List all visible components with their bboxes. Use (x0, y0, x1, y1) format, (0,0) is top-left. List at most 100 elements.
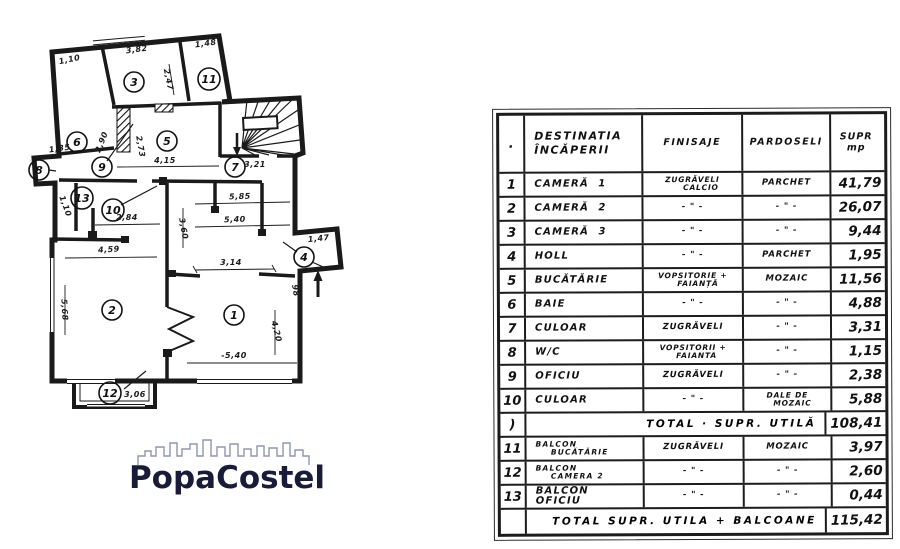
room-circle (123, 71, 145, 93)
header-destinatia: DESTINATIA ÎNCĂPERII (525, 115, 644, 172)
row-destinatia: BAIE (525, 293, 644, 316)
row-number: 4 (499, 245, 526, 268)
row-number: 13 (500, 485, 527, 508)
row-finisaje: ZUGRĂVELI (643, 316, 745, 340)
table-total-row: ) TOTAL · SUPR. UTILĂ 108,41 (500, 412, 886, 438)
row-pardoseli: - " - (743, 316, 833, 339)
table-header-row: . DESTINATIA ÎNCĂPERII FINISAJE PARDOSEL… (499, 114, 885, 174)
total-mark (500, 509, 527, 534)
row-destinatia: BALCON OFICIU (526, 485, 645, 508)
room-circle (293, 246, 315, 268)
room-table: . DESTINATIA ÎNCĂPERII FINISAJE PARDOSEL… (492, 107, 893, 541)
dimension-label: 5,85 (229, 192, 251, 202)
row-destinatia: HOLL (525, 245, 644, 268)
row-number: 10 (500, 389, 527, 412)
room-circle (66, 131, 88, 153)
row-number: 7 (499, 317, 527, 340)
header-pardoseli: PARDOSELI (743, 114, 832, 171)
row-supr: 2,38 (848, 366, 883, 384)
row-finisaje: - " - (643, 220, 744, 244)
flue-hatch (116, 107, 131, 153)
room-number: 11 (201, 73, 216, 86)
room-number: 9 (98, 161, 106, 174)
row-supr: 3,97 (849, 438, 883, 456)
dimension-label: 5,68 (59, 299, 69, 321)
row-finisaje: VOPSITORIE + FAIANȚĂ (643, 268, 744, 292)
total-label: TOTAL · SUPR. UTILĂ (526, 412, 827, 436)
room-circle (28, 159, 50, 181)
row-number: 11 (500, 437, 527, 460)
row-pardoseli: - " - (743, 196, 832, 219)
row-pardoseli: DALE DE MOZAIC (744, 388, 833, 411)
outer-walls (31, 33, 344, 384)
dimension-label: 3,60 (177, 217, 190, 240)
row-supr: 41,79 (838, 174, 882, 192)
row-finisaje: ZUGRĂVELI (644, 364, 745, 388)
room-number: 12 (102, 387, 118, 400)
dimension-label: 4,15 (153, 156, 176, 165)
windows (49, 34, 292, 408)
row-destinatia: BALCON BUCĂTĂRIE (526, 437, 645, 460)
row-pardoseli: - " - (743, 220, 832, 243)
row-supr: 3,31 (848, 318, 883, 336)
room-number: 5 (163, 135, 171, 148)
total-label: TOTAL SUPR. UTILA + BALCOANE (526, 508, 827, 534)
room-circle (91, 156, 113, 178)
dimension-label: 3,82 (125, 44, 148, 56)
dimension-label: 1,35 (48, 143, 71, 155)
flue-hatch-small (154, 103, 174, 113)
row-finisaje: - " - (643, 292, 744, 316)
room-circle (224, 156, 246, 178)
dimension-label: 2,47 (162, 68, 175, 91)
row-finisaje: - " - (644, 460, 745, 484)
row-destinatia: BUCĂTĂRIE (525, 269, 644, 292)
row-supr: 11,56 (838, 270, 882, 288)
dimension-label: 4,20 (269, 319, 283, 343)
leader-lines (48, 123, 331, 390)
total-mark: ) (500, 413, 527, 436)
table-row: 3 CAMERĂ 3 - " - - " - 9,44 (499, 220, 885, 246)
row-pardoseli: PARCHET (743, 244, 832, 267)
row-supr: 1,15 (848, 342, 883, 360)
dimension-label: -5,40 (221, 351, 247, 360)
row-destinatia: CAMERĂ 3 (525, 221, 644, 244)
row-pardoseli: - " - (743, 292, 832, 315)
row-finisaje: - " - (643, 196, 744, 220)
row-supr: 2,60 (849, 462, 883, 480)
row-pardoseli: - " - (744, 364, 833, 387)
table-row: 1 CAMERĂ 1 ZUGRĂVELI CALCIO PARCHET 41,7… (499, 172, 885, 198)
double-door (166, 306, 196, 353)
row-number: 12 (500, 461, 527, 484)
row-destinatia: OFICIU (526, 365, 645, 388)
row-finisaje: ZUGRĂVELI CALCIO (643, 172, 744, 196)
row-number: 3 (499, 221, 526, 244)
dimension-label: 98 (290, 284, 301, 298)
table-row: 7 CULOAR ZUGRĂVELI - " - 3,31 (499, 316, 886, 342)
dimension-label: 2,84 (116, 213, 138, 222)
row-number: 2 (499, 197, 526, 220)
table-total-row: TOTAL SUPR. UTILA + BALCOANE 115,42 (500, 508, 886, 534)
row-pardoseli: - " - (744, 484, 833, 507)
row-number: 1 (499, 173, 526, 196)
row-finisaje: - " - (643, 244, 744, 268)
row-destinatia: CAMERĂ 1 (525, 173, 644, 196)
row-supr: 26,07 (838, 198, 882, 216)
staircase (233, 97, 301, 156)
logo: PopaCostel (122, 436, 332, 494)
row-pardoseli: - " - (744, 340, 833, 363)
table-row: 13 BALCON OFICIU - " - - " - 0,44 (500, 484, 886, 510)
dimension-label: 1,48 (194, 38, 217, 50)
table-row: 8 W/C VOPSITORII + FAIANTA - " - 1,15 (500, 340, 886, 366)
room-number: 8 (35, 164, 43, 177)
balcony-12-inner-line (79, 381, 150, 402)
room-number: 7 (231, 161, 239, 174)
table-row: 4 HOLL - " - PARCHET 1,95 (499, 244, 885, 270)
header-supr: SUPR mp (839, 130, 873, 154)
table-row: 9 OFICIU ZUGRĂVELI - " - 2,38 (500, 364, 886, 390)
row-destinatia: CULOAR (526, 389, 645, 412)
room-circle (101, 299, 123, 321)
dimension-label: 1,10 (58, 53, 81, 66)
